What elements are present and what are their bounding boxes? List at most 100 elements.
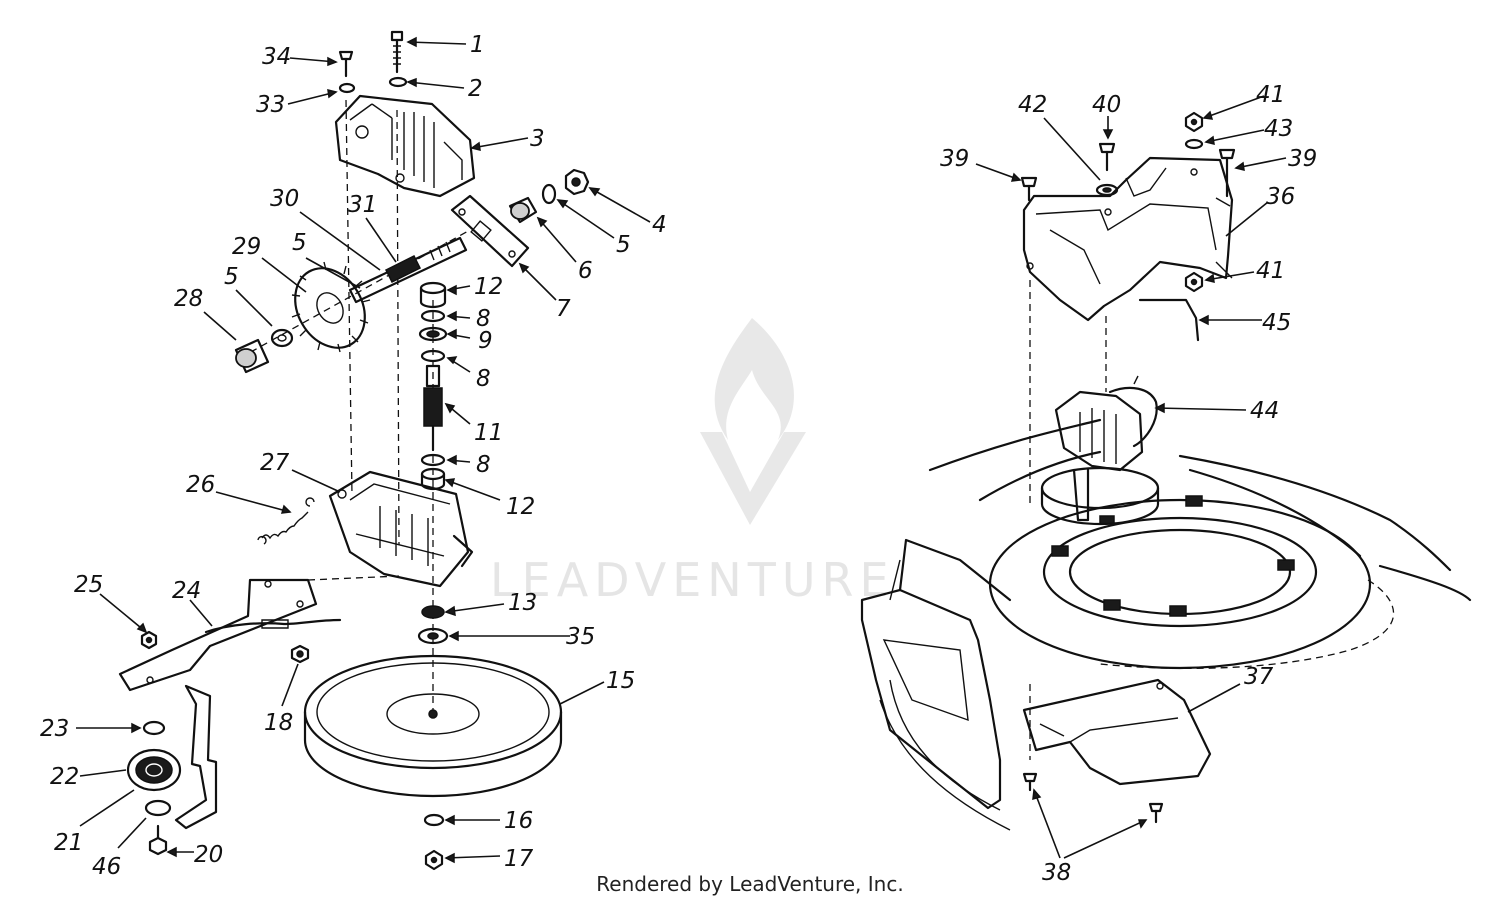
callout-9: 9	[478, 328, 493, 354]
callout-35: 35	[566, 624, 595, 650]
washer-part-5-lower	[270, 328, 294, 348]
centerline-bolt-1	[396, 109, 400, 546]
callout-31: 31	[348, 192, 377, 218]
nut-part-18	[290, 644, 310, 664]
bolt-part-1	[390, 30, 404, 74]
callout-22: 22	[50, 764, 79, 790]
screw-part-39-right	[1218, 148, 1236, 198]
callout-34: 34	[262, 44, 291, 70]
screw-part-39-left	[1020, 176, 1038, 202]
callout-24: 24	[172, 578, 201, 604]
callout-18: 18	[264, 710, 293, 736]
thrust-bearing-part-9	[418, 326, 448, 342]
callout-8-b: 8	[476, 366, 491, 392]
callout-labels: 1 2 3 4 5 6 7 34 33 30 31 29 5 5 28 12 8…	[40, 32, 1317, 886]
washer-part-5-hole	[277, 334, 287, 342]
nut-part-41-upper	[1184, 111, 1204, 133]
callout-28: 28	[174, 286, 203, 312]
callout-4: 4	[652, 212, 667, 238]
callout-3: 3	[530, 126, 545, 152]
callout-12-upper: 12	[474, 274, 503, 300]
rod-part-45	[1138, 298, 1200, 342]
leadventure-watermark-logo: LEADVENTURE	[490, 318, 889, 607]
callout-11: 11	[474, 420, 503, 446]
gear-part-29	[291, 261, 371, 353]
lever-bracket-part-24	[118, 575, 401, 692]
chute-deflector-part-37	[1022, 678, 1212, 786]
callout-8-c: 8	[476, 452, 491, 478]
washer-part-43	[1184, 138, 1204, 150]
callout-39-right: 39	[1288, 146, 1317, 172]
spring-part-26	[257, 497, 315, 545]
callout-5-left: 5	[224, 264, 239, 290]
axle-shaft-part-30	[348, 236, 468, 304]
callout-27: 27	[260, 450, 290, 476]
callout-40: 40	[1092, 92, 1121, 118]
leader-lines-left	[76, 36, 651, 864]
washer-part-8-b	[420, 349, 446, 363]
washer-part-33	[338, 82, 356, 94]
callout-46: 46	[92, 854, 121, 880]
callout-15: 15	[606, 668, 635, 694]
idler-pulley-part-22	[126, 748, 182, 792]
callout-30: 30	[270, 186, 299, 212]
bushing-part-6	[508, 196, 538, 224]
washer-part-8-a	[420, 309, 446, 323]
drive-pulley-part-15	[303, 654, 563, 798]
callout-33: 33	[256, 92, 285, 118]
gearbox-assembly-part-44	[1040, 375, 1160, 526]
callout-5-upper: 5	[616, 232, 631, 258]
screw-part-38-left	[1022, 772, 1038, 792]
washer-part-35	[417, 627, 449, 645]
cable-fitting	[261, 619, 289, 629]
mower-deck	[860, 418, 1472, 831]
star-nut-part-4	[564, 168, 590, 196]
callout-41-lower: 41	[1256, 258, 1285, 284]
bearing-part-13	[421, 605, 445, 619]
washer-part-23	[142, 720, 166, 736]
callout-26: 26	[186, 472, 215, 498]
callout-29: 29	[232, 234, 261, 260]
callout-23: 23	[40, 716, 69, 742]
callout-12-lower: 12	[506, 494, 535, 520]
callout-13: 13	[508, 590, 537, 616]
callout-25: 25	[74, 572, 103, 598]
bearing-plate-part-7	[450, 194, 530, 268]
upper-gearbox-housing-part-3	[334, 94, 476, 198]
callout-7: 7	[556, 296, 571, 322]
washer-part-5-upper	[541, 183, 557, 205]
callout-2: 2	[468, 76, 483, 102]
callout-20: 20	[194, 842, 223, 868]
idler-bracket	[174, 684, 218, 830]
callout-38: 38	[1042, 860, 1071, 886]
bushing-part-28	[234, 338, 270, 374]
callout-41-upper: 41	[1256, 82, 1285, 108]
callout-44: 44	[1250, 398, 1279, 424]
callout-17: 17	[504, 846, 534, 872]
callout-43: 43	[1264, 116, 1293, 142]
bushing-part-12-upper	[419, 281, 447, 309]
callout-1: 1	[470, 32, 485, 58]
footer-credit: Rendered by LeadVenture, Inc.	[596, 872, 904, 896]
callout-37: 37	[1244, 664, 1274, 690]
callout-21: 21	[54, 830, 83, 856]
callout-39-left: 39	[940, 146, 969, 172]
washer-part-42	[1095, 183, 1119, 197]
washer-part-8-c	[420, 453, 446, 467]
washer-part-16	[423, 813, 445, 827]
callout-36: 36	[1266, 184, 1295, 210]
callout-5-mid: 5	[292, 230, 307, 256]
callout-6: 6	[578, 258, 593, 284]
washer-part-46	[144, 799, 172, 817]
callout-42: 42	[1018, 92, 1047, 118]
lower-gearbox-housing-part-27	[328, 470, 474, 588]
leader-lines-right	[975, 95, 1287, 859]
worm-shaft-part-11	[423, 364, 443, 452]
washer-part-2	[388, 76, 408, 88]
nut-part-25	[140, 630, 158, 650]
callout-8-a: 8	[476, 306, 491, 332]
bolt-part-20	[148, 824, 168, 856]
belt-cover-part-36	[1022, 156, 1234, 322]
callout-45: 45	[1262, 310, 1291, 336]
